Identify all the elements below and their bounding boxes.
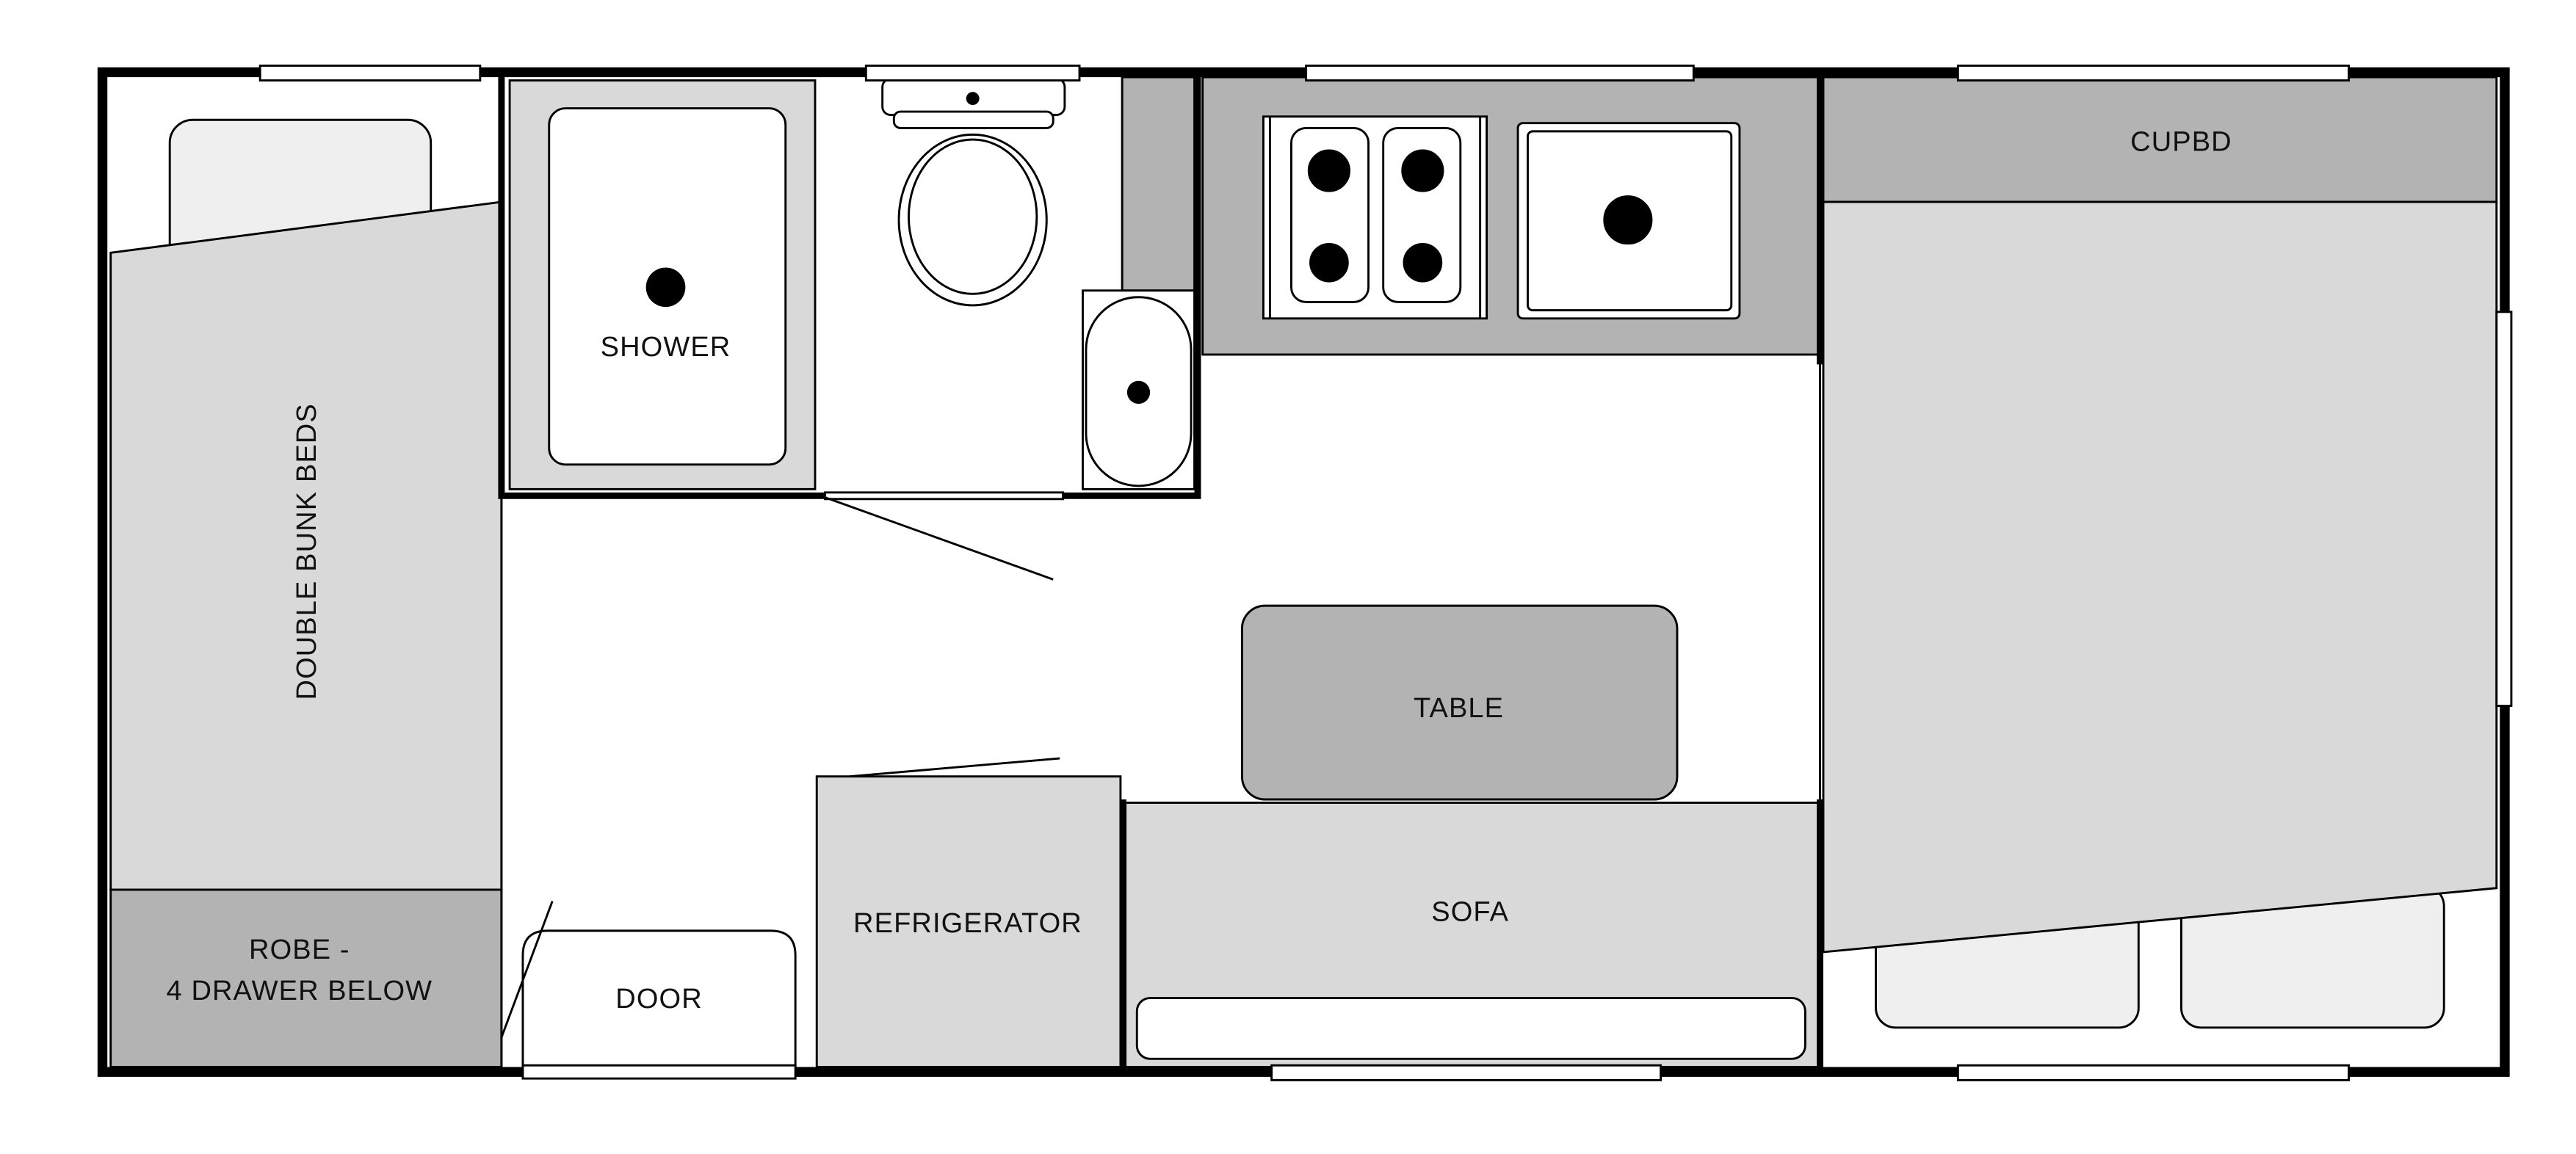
entry-step <box>521 929 797 1067</box>
entry-door-opening[interactable] <box>521 1064 797 1080</box>
label-bunk-beds: DOUBLE BUNK BEDS <box>292 403 322 700</box>
windows <box>258 64 2513 1081</box>
label-robe-1: ROBE - <box>249 935 350 965</box>
label-shower: SHOWER <box>601 332 731 363</box>
label-door: DOOR <box>615 984 702 1015</box>
rear-bed <box>1822 200 2498 954</box>
toilet-seat-base <box>892 110 1054 129</box>
label-refrigerator: REFRIGERATOR <box>853 908 1082 939</box>
toilet-flush-icon <box>966 92 980 106</box>
entry-door-swing <box>500 901 554 1038</box>
bathroom-door-swing <box>824 496 1054 581</box>
sink-drain-icon <box>1599 192 1656 248</box>
fridge-door-swing <box>849 757 1060 778</box>
shower-drain-icon <box>645 267 686 308</box>
label-cupboard: CUPBD <box>2130 127 2232 158</box>
burner-icons <box>1304 146 1447 286</box>
table <box>1240 604 1679 801</box>
robe <box>109 888 503 1068</box>
bathroom-cabinet <box>1121 76 1195 292</box>
sofa-cushion <box>1135 997 1806 1060</box>
label-table: TABLE <box>1414 693 1504 724</box>
refrigerator <box>815 775 1122 1068</box>
label-sofa: SOFA <box>1431 896 1509 927</box>
basin-drain-icon <box>1126 380 1151 404</box>
label-robe-2: 4 DRAWER BELOW <box>167 976 433 1006</box>
toilet-bowl-inner <box>908 138 1038 295</box>
bathroom-door-track <box>823 491 1065 501</box>
